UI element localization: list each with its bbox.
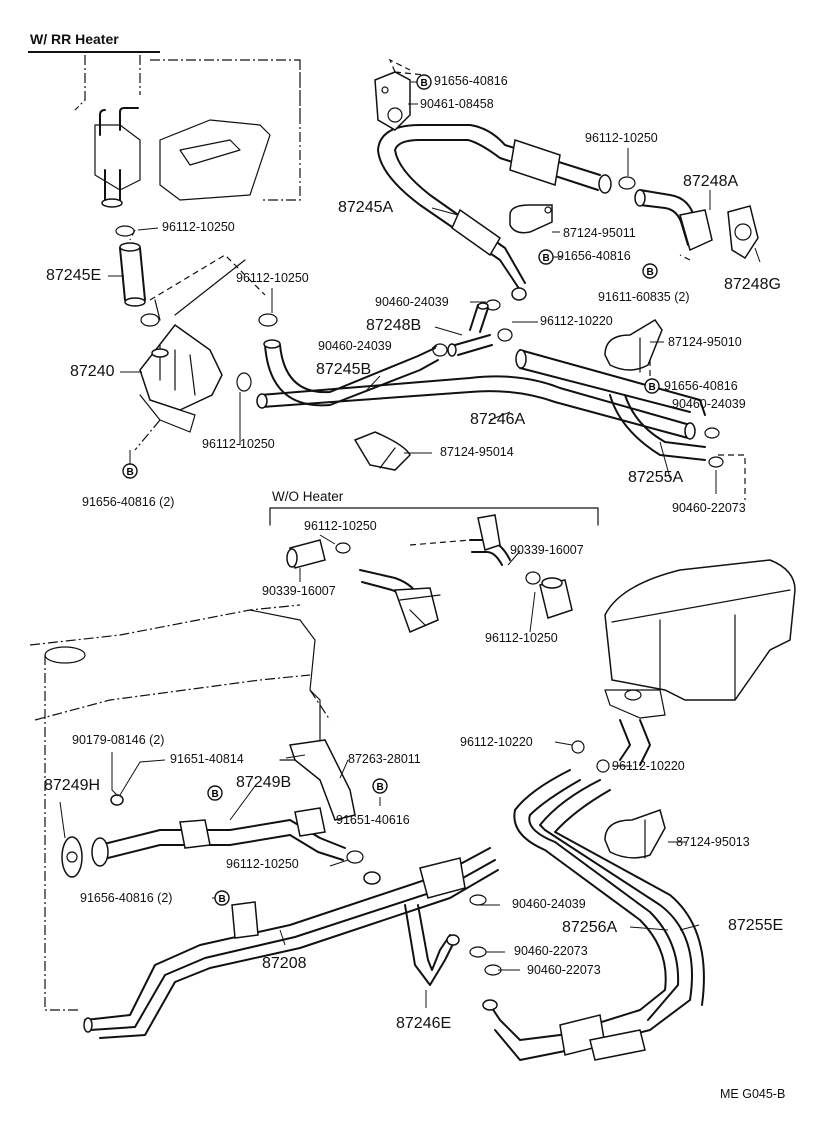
clamp-87124-95010	[604, 318, 663, 373]
leader-87245E-dash	[129, 229, 266, 301]
part-label: 87248G	[724, 276, 781, 293]
part-label: 87246E	[396, 1015, 452, 1032]
part-label: 87249B	[236, 774, 292, 791]
engine-block-lower	[29, 604, 331, 1011]
part-label: 96112-10220	[612, 759, 685, 773]
clamp-87124-95011	[509, 204, 553, 234]
rear-heater-unit	[604, 559, 796, 766]
page-title: W/ RR Heater	[30, 31, 119, 47]
hose-87245A	[377, 124, 612, 301]
part-label: 90460-24039	[318, 339, 392, 353]
svg-text:B: B	[127, 467, 134, 478]
wo-heater-parts	[286, 514, 573, 634]
part-label: 96112-10250	[226, 857, 299, 871]
part-label: 91656-40816	[664, 379, 738, 393]
tee-87248B	[447, 302, 493, 357]
part-label: 91651-40616	[336, 813, 410, 827]
svg-text:B: B	[649, 382, 656, 393]
part-label: 87256A	[562, 919, 618, 936]
heater-valve-87240	[134, 259, 246, 451]
part-label: 90460-22073	[514, 944, 588, 958]
svg-text:B: B	[219, 894, 226, 905]
svg-text:B: B	[421, 78, 428, 89]
bracket-87263-28011	[289, 739, 356, 821]
part-label: 90461-08458	[420, 97, 494, 111]
part-label: 87124-95010	[668, 335, 742, 349]
outlet-87248A	[634, 189, 713, 261]
part-label: 96112-10220	[540, 314, 613, 328]
part-label: 96112-10250	[162, 220, 235, 234]
part-label: 87263-28011	[348, 752, 421, 766]
part-label: 90460-22073	[527, 963, 601, 977]
hose-87255A	[515, 349, 706, 461]
part-label: 87208	[262, 955, 307, 972]
pipe-87208	[83, 847, 499, 1039]
part-label: 87124-95014	[440, 445, 514, 459]
part-label: 91651-40814	[170, 752, 244, 766]
dashed-leaders-upper	[394, 71, 746, 500]
part-label: 96112-10250	[585, 131, 658, 145]
clamp-87124-95014	[353, 431, 411, 471]
clamp-87124-95013	[604, 809, 666, 859]
part-label: 87249H	[44, 777, 101, 794]
hose-87245E	[119, 242, 146, 307]
hose-87246A	[256, 375, 696, 440]
part-label: 91656-40816	[434, 74, 508, 88]
bolt-marker-icon: B	[214, 890, 230, 906]
part-label: 87255E	[728, 917, 784, 934]
part-label: 87124-95011	[563, 226, 636, 240]
part-label: 87245B	[316, 361, 372, 378]
part-label: 91656-40816 (2)	[80, 891, 173, 905]
part-label: 96112-10250	[485, 631, 558, 645]
part-label: 90339-16007	[510, 543, 584, 557]
bolt-marker-icon: B	[122, 463, 138, 479]
svg-text:B: B	[377, 782, 384, 793]
bolt-marker-icon: B	[644, 378, 660, 394]
part-label: 96112-10250	[202, 437, 275, 451]
bolt-marker-icon: B	[416, 74, 432, 90]
part-label: 87255A	[628, 469, 684, 486]
part-label: 87124-95013	[676, 835, 750, 849]
bolt-marker-icons: B B B B B B B B	[122, 74, 660, 906]
hose-87255E	[482, 779, 705, 1061]
part-label: 91656-40816 (2)	[82, 495, 175, 509]
part-label: 90460-22073	[672, 501, 746, 515]
svg-text:B: B	[543, 253, 550, 264]
hose-87256A	[489, 769, 680, 1041]
gasket-87249H	[61, 794, 124, 878]
part-label: 87245A	[338, 199, 394, 216]
pipe-87249B	[99, 807, 346, 861]
part-label: 91656-40816	[557, 249, 631, 263]
bolt-marker-icon: B	[207, 785, 223, 801]
part-label: 87248B	[366, 317, 422, 334]
svg-text:B: B	[212, 789, 219, 800]
part-label: 90460-24039	[672, 397, 746, 411]
part-label: 90460-24039	[512, 897, 586, 911]
part-label: 87248A	[683, 173, 739, 190]
bracket-90461-08458	[374, 58, 411, 131]
part-label: 91611-60835 (2)	[598, 290, 690, 304]
part-label: 90179-08146 (2)	[72, 733, 165, 747]
bolt-marker-icon: B	[642, 263, 658, 279]
engine-block-top-left	[74, 55, 301, 208]
part-label: 96112-10220	[460, 735, 533, 749]
hose-87246E	[404, 904, 460, 986]
part-label: 96112-10250	[304, 519, 377, 533]
bolt-marker-icon: B	[538, 249, 554, 265]
part-label: 87240	[70, 363, 115, 380]
part-label: 87246A	[470, 411, 526, 428]
diagram-code: ME G045-B	[720, 1087, 786, 1101]
gasket-87248G	[727, 205, 759, 260]
hose-87245B	[263, 339, 439, 407]
part-label: 90339-16007	[262, 584, 336, 598]
bolt-marker-icon: B	[372, 778, 388, 794]
svg-text:B: B	[647, 267, 654, 278]
part-label: 96112-10250	[236, 271, 309, 285]
part-label: 87245E	[46, 267, 102, 284]
part-label: 90460-24039	[375, 295, 449, 309]
wo-heater-bracket	[269, 507, 599, 526]
wo-heater-title: W/O Heater	[272, 489, 344, 504]
